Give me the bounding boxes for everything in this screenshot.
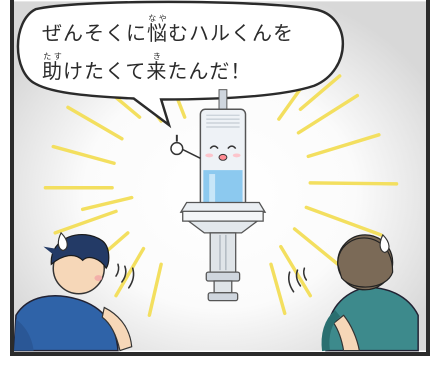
burst-lines-icon: [43, 70, 399, 318]
comic-panel: ぜんそくに悩なやむハルくんを 助たすけたくて来きたんだ！: [10, 0, 430, 356]
inhaler-character-icon: [170, 89, 267, 302]
motion-lines-icon: [288, 267, 308, 293]
speech-line-1: ぜんそくに悩なやむハルくんを: [42, 14, 294, 45]
sweat-drop-icon: [57, 231, 68, 252]
speech-line-2: 助たすけたくて来きたんだ！: [42, 52, 252, 83]
boy-character-icon: [14, 233, 133, 352]
scene-illustration: [14, 0, 419, 352]
sweat-drop-icon: [379, 233, 390, 254]
motion-lines-icon: [115, 263, 135, 289]
mother-character-icon: [321, 234, 419, 352]
speech-bubble-icon: [16, 0, 345, 129]
